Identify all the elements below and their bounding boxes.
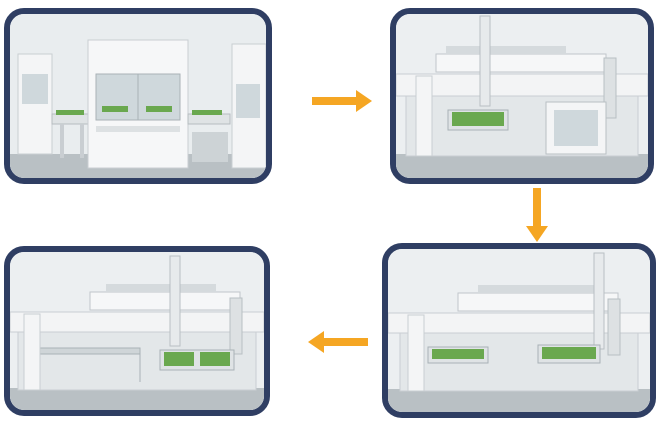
production-line-illustration [10, 14, 266, 178]
gantry-transfer-illustration [388, 249, 650, 412]
process-step-1-panel [4, 8, 272, 184]
arrow-right-icon [312, 90, 372, 112]
unloading-illustration [10, 252, 264, 410]
arrow-left-icon [308, 331, 368, 353]
process-step-2-panel [390, 8, 654, 184]
arrow-down-icon [526, 188, 548, 242]
process-step-3-panel [382, 243, 656, 418]
process-step-4-panel [4, 246, 270, 416]
gantry-loading-illustration [396, 14, 648, 178]
